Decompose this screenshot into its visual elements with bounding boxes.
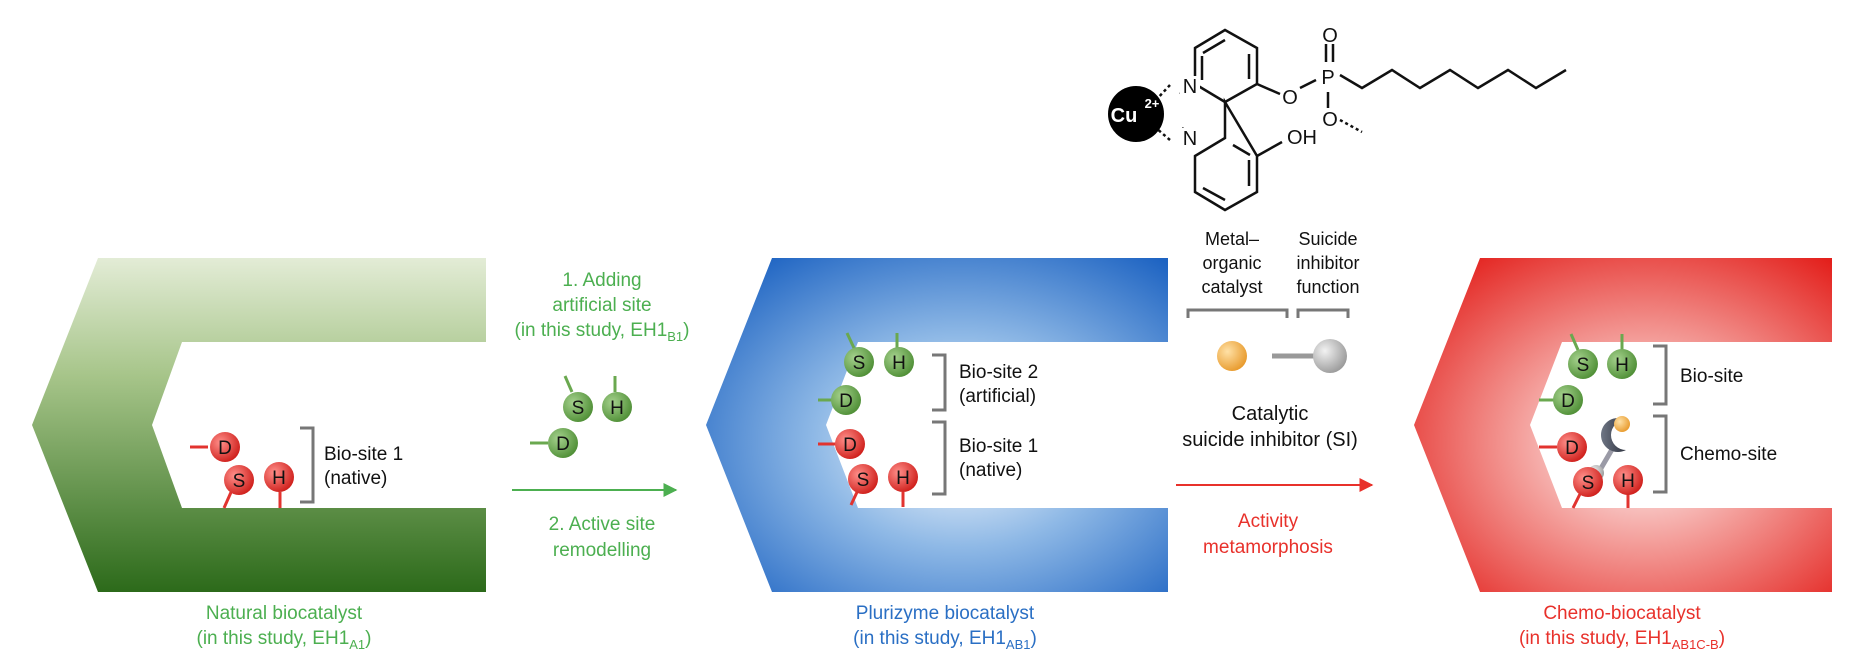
bracket2-label-line2: (artificial) <box>959 386 1036 407</box>
si-orange-sphere <box>1614 416 1630 432</box>
legend-label1-line1: Metal– <box>1205 229 1259 249</box>
arrow1-top-line1: 1. Adding <box>562 270 641 291</box>
enzyme-shape-green <box>32 258 486 592</box>
residue-d-label: D <box>839 391 853 412</box>
arrow1-top-line3: (in this study, EH1B1) <box>515 320 690 344</box>
legend-orange-sphere <box>1217 341 1247 371</box>
residue-d <box>548 428 578 458</box>
legend-label1-line3: catalyst <box>1201 277 1262 297</box>
residue-h-label: H <box>896 468 910 489</box>
bracket-chemo-site <box>1653 414 1668 494</box>
residue-h <box>1607 349 1637 379</box>
caption-line1: Natural biocatalyst <box>206 603 363 624</box>
caption-line2: (in this study, EH1AB1C-B) <box>1519 628 1725 652</box>
residue-h <box>264 462 294 492</box>
si-molecule-labels: Cu 2+ N N O P O O OH <box>1108 25 1338 150</box>
residue-d-label: D <box>218 438 232 459</box>
arrow-activity-metamorphosis: Activity metamorphosis <box>1176 478 1374 558</box>
legend-label2-line3: function <box>1296 277 1359 297</box>
residue-d-label: D <box>1561 391 1575 412</box>
si-molecule-structure <box>1155 28 1567 212</box>
caption-line2: (in this study, EH1AB1) <box>853 628 1037 652</box>
atom-o-ester: O <box>1282 87 1298 109</box>
residue-s-label: S <box>853 353 866 374</box>
residue-h-label: H <box>892 353 906 374</box>
bracket2-label-line1: Bio-site 2 <box>959 362 1038 383</box>
residue-s <box>844 347 874 377</box>
residue-d <box>1553 385 1583 415</box>
bracket-label-line1: Bio-site 1 <box>324 444 403 465</box>
bracket-bio-site-1 <box>932 420 947 496</box>
bracket-chemo-label: Chemo-site <box>1680 444 1777 465</box>
residue-s-label: S <box>1582 473 1595 494</box>
residue-group-native: D S H <box>190 432 294 509</box>
legend-label1-line2: organic <box>1202 253 1261 273</box>
copper-label: Cu <box>1111 105 1138 127</box>
atom-o-double: O <box>1322 25 1338 47</box>
panel-natural-biocatalyst: D S H Bio-site 1 (native) Natural biocat… <box>32 258 486 652</box>
residue-d-label: D <box>1565 438 1579 459</box>
caption-line2: (in this study, EH1A1) <box>197 628 372 652</box>
residue-h <box>888 462 918 492</box>
si-name-line2: suicide inhibitor (SI) <box>1182 429 1358 451</box>
legend-bracket-catalyst <box>1186 308 1289 318</box>
legend-label2-line2: inhibitor <box>1296 253 1359 273</box>
bracket-bio-site-2 <box>932 353 947 412</box>
legend-grey-sphere <box>1313 339 1347 373</box>
atom-p: P <box>1321 67 1334 89</box>
residue-d <box>831 385 861 415</box>
panel-chemo-biocatalyst: S H D D S H Bio-site Chemo-site Chemo-bi… <box>1414 258 1832 652</box>
bracket1-label-line1: Bio-site 1 <box>959 436 1038 457</box>
atom-oh: OH <box>1287 127 1317 149</box>
enzyme-shape-red <box>1414 258 1832 592</box>
si-crescent <box>1601 418 1626 452</box>
atom-o-methoxy: O <box>1322 109 1338 131</box>
bracket-bio-site-1 <box>300 426 315 504</box>
residue-s <box>563 392 593 422</box>
arrow1-top-line2: artificial site <box>552 295 651 316</box>
residue-s <box>1573 467 1603 497</box>
arrow-adding-site: 1. Adding artificial site (in this study… <box>512 270 690 561</box>
enzyme-shape-blue <box>706 258 1168 592</box>
residue-s <box>848 464 878 494</box>
panel-plurizyme-biocatalyst: S H D D S H Bio-site 2 (artificial) Bio-… <box>706 258 1168 652</box>
arrow1-bottom-line1: 2. Active site <box>549 514 656 535</box>
si-legend: Metal– organic catalyst Suicide inhibito… <box>1182 229 1359 451</box>
residue-h <box>1613 465 1643 495</box>
bracket-label-line2: (native) <box>324 468 387 489</box>
copper-charge: 2+ <box>1145 96 1160 111</box>
residue-s-label: S <box>233 471 246 492</box>
si-name-line1: Catalytic <box>1232 403 1309 425</box>
residue-h-label: H <box>272 468 286 489</box>
atom-n-bottom: N <box>1183 128 1197 150</box>
residue-d-label: D <box>556 434 570 455</box>
legend-label2-line1: Suicide <box>1298 229 1357 249</box>
residue-d-label: D <box>843 435 857 456</box>
bracket-bio-site <box>1653 344 1668 406</box>
legend-bracket-inhibitor <box>1296 308 1350 318</box>
residue-s-label: S <box>857 470 870 491</box>
arrow2-line2: metamorphosis <box>1203 537 1333 558</box>
residue-d <box>835 429 865 459</box>
residue-d <box>210 432 240 462</box>
residue-h <box>884 347 914 377</box>
residue-s <box>224 465 254 495</box>
bracket-bio-label: Bio-site <box>1680 366 1743 387</box>
residue-h-label: H <box>1621 471 1635 492</box>
copper-ion <box>1108 86 1164 142</box>
residue-s-label: S <box>1577 355 1590 376</box>
residue-s-label: S <box>572 398 585 419</box>
residue-h-label: H <box>1615 355 1629 376</box>
residue-h <box>602 392 632 422</box>
bracket1-label-line2: (native) <box>959 460 1022 481</box>
caption-line1: Chemo-biocatalyst <box>1543 603 1701 624</box>
atom-n-top: N <box>1183 76 1197 98</box>
residue-h-label: H <box>610 398 624 419</box>
caption-line1: Plurizyme biocatalyst <box>856 603 1035 624</box>
arrow1-bottom-line2: remodelling <box>553 540 651 561</box>
residue-d <box>1557 432 1587 462</box>
residue-s <box>1568 349 1598 379</box>
arrow2-line1: Activity <box>1238 511 1299 532</box>
